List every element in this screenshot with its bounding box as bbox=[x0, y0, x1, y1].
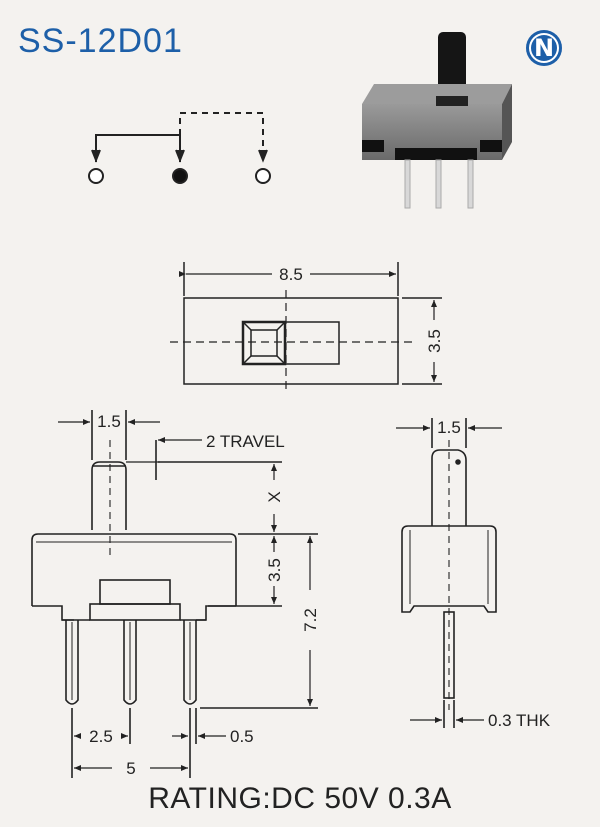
side-actuator-width-label: 1.5 bbox=[437, 418, 461, 437]
front-view-pin-right bbox=[183, 620, 197, 705]
top-view-slot bbox=[242, 321, 340, 365]
front-view-actuator bbox=[91, 461, 127, 530]
rating-text: RATING:DC 50V 0.3A bbox=[148, 782, 452, 815]
top-view-height-label: 3.5 bbox=[425, 329, 444, 353]
schematic-dashed-contact bbox=[179, 112, 264, 162]
part-number-title: SS-12D01 bbox=[18, 22, 183, 60]
schematic-terminal-left bbox=[88, 168, 104, 184]
side-view bbox=[396, 418, 502, 728]
side-view-body bbox=[401, 525, 497, 606]
x-dimension-label: X bbox=[265, 491, 284, 502]
front-actuator-width-label: 1.5 bbox=[97, 412, 121, 431]
thickness-label: 0.3 THK bbox=[488, 711, 551, 730]
front-view-body bbox=[31, 533, 237, 606]
top-view bbox=[170, 262, 442, 392]
brand-logo: N bbox=[526, 30, 562, 66]
front-view-pin-center bbox=[123, 620, 137, 705]
top-view-body bbox=[183, 297, 399, 385]
schematic-terminal-common bbox=[172, 168, 188, 184]
front-view bbox=[31, 410, 318, 778]
side-view-actuator bbox=[431, 449, 467, 526]
front-view-pin-left bbox=[65, 620, 79, 705]
top-view-actuator bbox=[241, 320, 287, 366]
pin-pitch-label: 2.5 bbox=[89, 727, 113, 746]
pin-width-label: 0.5 bbox=[230, 727, 254, 746]
switch-schematic bbox=[88, 112, 271, 184]
product-photo bbox=[362, 32, 512, 209]
pin-span-label: 5 bbox=[126, 759, 135, 778]
side-view-pin bbox=[443, 611, 455, 699]
top-view-width-label: 8.5 bbox=[279, 265, 303, 284]
schematic-solid-contact bbox=[95, 134, 181, 162]
travel-label: 2 TRAVEL bbox=[206, 432, 285, 451]
total-height-label: 7.2 bbox=[301, 608, 320, 632]
body-height-label: 3.5 bbox=[265, 558, 284, 582]
schematic-terminal-right bbox=[255, 168, 271, 184]
